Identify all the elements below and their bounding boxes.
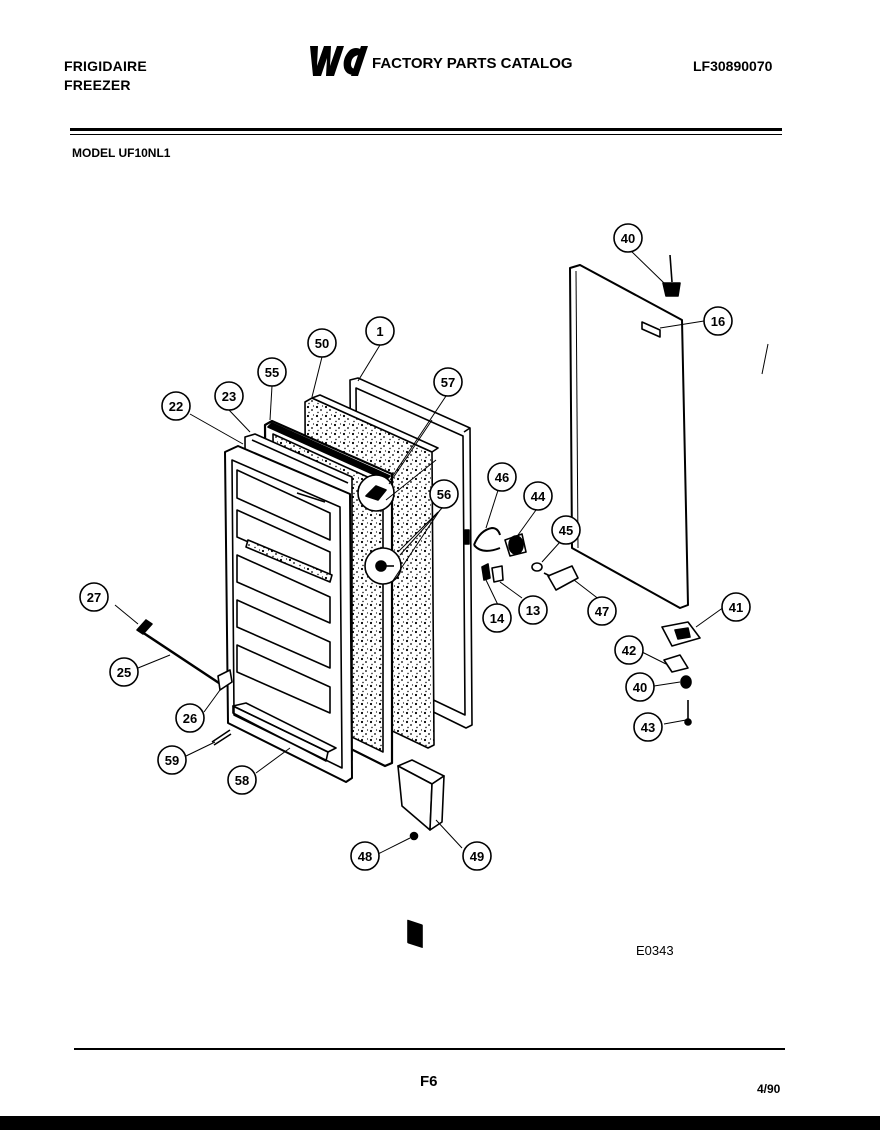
svg-text:40: 40 (633, 680, 647, 695)
svg-text:43: 43 (641, 720, 655, 735)
page-number: F6 (420, 1073, 438, 1090)
detail-circle-57 (357, 419, 437, 512)
callout-41: 41 (721, 592, 751, 622)
callout-46: 46 (487, 462, 517, 492)
scan-edge-band (0, 1116, 880, 1130)
door-bottom-trim (211, 702, 337, 762)
svg-text:58: 58 (235, 773, 249, 788)
header-rule-thin (70, 134, 782, 135)
svg-text:47: 47 (595, 604, 609, 619)
svg-text:48: 48 (358, 849, 372, 864)
svg-text:1: 1 (376, 324, 383, 339)
svg-text:57: 57 (441, 375, 455, 390)
product-type: FREEZER (64, 77, 131, 93)
detail-circle-56 (364, 509, 441, 585)
outer-door (569, 264, 689, 609)
callout-50: 50 (307, 328, 337, 358)
callout-26: 26 (175, 703, 205, 733)
kick-plate-bracket (397, 759, 445, 948)
wci-logo (310, 46, 368, 76)
callout-42: 42 (614, 635, 644, 665)
callout-55: 55 (257, 357, 287, 387)
callout-47: 47 (587, 596, 617, 626)
svg-text:46: 46 (495, 470, 509, 485)
callout-44: 44 (523, 481, 553, 511)
callout-27: 27 (79, 582, 109, 612)
brand-name: FRIGIDAIRE (64, 58, 147, 74)
svg-text:49: 49 (470, 849, 484, 864)
callout-49: 49 (462, 841, 492, 871)
callout-16: 16 (703, 306, 733, 336)
lock-assembly (473, 527, 579, 591)
brand-block: FRIGIDAIRE FREEZER (64, 57, 147, 95)
svg-text:55: 55 (265, 365, 279, 380)
inner-door-liner (224, 445, 353, 783)
top-hinge-pin (662, 254, 681, 297)
bottom-hinge (661, 621, 701, 726)
svg-text:42: 42 (622, 643, 636, 658)
catalog-date: 4/90 (757, 1082, 781, 1096)
svg-text:50: 50 (315, 336, 329, 351)
svg-text:44: 44 (531, 489, 546, 504)
callout-40-top: 40 (613, 223, 643, 253)
callout-58: 58 (227, 765, 257, 795)
svg-text:23: 23 (222, 389, 236, 404)
svg-text:26: 26 (183, 711, 197, 726)
catalog-number: LF30890070 (693, 58, 773, 74)
callout-40-bottom: 40 (625, 672, 655, 702)
callout-45: 45 (551, 515, 581, 545)
svg-text:25: 25 (117, 665, 131, 680)
callout-56: 56 (429, 479, 459, 509)
handle-assembly (114, 604, 233, 691)
callout-bubbles: 1 16 40 50 55 57 22 23 56 46 44 45 27 14… (79, 223, 751, 871)
svg-text:14: 14 (490, 611, 505, 626)
callout-43: 43 (633, 712, 663, 742)
svg-text:59: 59 (165, 753, 179, 768)
header-rule-thick (70, 128, 782, 131)
callout-1: 1 (365, 316, 395, 346)
callout-22: 22 (161, 391, 191, 421)
svg-text:40: 40 (621, 231, 635, 246)
callout-13: 13 (518, 595, 548, 625)
callout-57: 57 (433, 367, 463, 397)
callout-59: 59 (157, 745, 187, 775)
svg-text:41: 41 (729, 600, 743, 615)
svg-text:27: 27 (87, 590, 101, 605)
svg-text:45: 45 (559, 523, 573, 538)
callout-48: 48 (350, 841, 380, 871)
callout-14: 14 (482, 603, 512, 633)
svg-text:16: 16 (711, 314, 725, 329)
callout-23: 23 (214, 381, 244, 411)
drawing-code: E0343 (636, 943, 674, 958)
footer-rule (74, 1048, 785, 1050)
model-label: MODEL UF10NL1 (72, 146, 171, 160)
callout-25: 25 (109, 657, 139, 687)
svg-text:56: 56 (437, 487, 451, 502)
catalog-title: FACTORY PARTS CATALOG (372, 55, 573, 72)
svg-text:13: 13 (526, 603, 540, 618)
svg-text:22: 22 (169, 399, 183, 414)
